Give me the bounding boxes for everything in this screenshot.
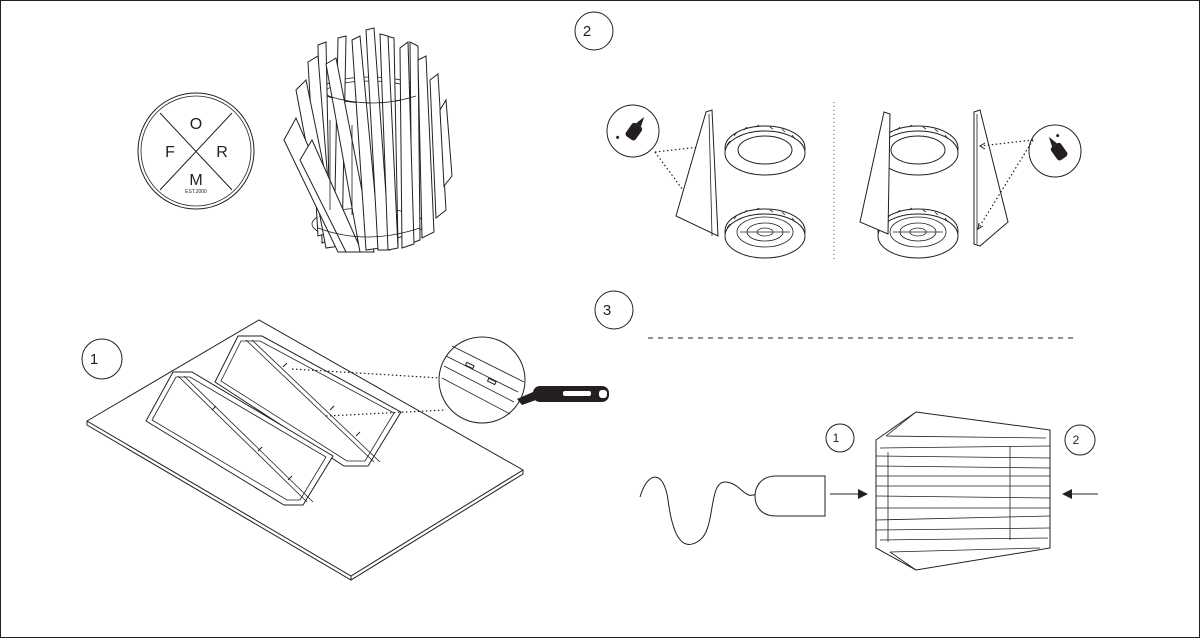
logo-letter-bottom: M xyxy=(189,172,202,189)
substep-2-number: 2 xyxy=(1073,433,1080,447)
logo-letter-top: O xyxy=(190,116,202,133)
light-bulb-socket-icon xyxy=(754,475,826,517)
side-slat-attached xyxy=(859,111,891,235)
arrow-right-icon xyxy=(830,489,868,499)
logo-tagline: EST.2000 xyxy=(185,189,207,195)
substep-2-badge xyxy=(1064,424,1096,456)
step-3-badge xyxy=(594,290,634,330)
glue-bottle-icon xyxy=(616,116,645,141)
cutout-part-b xyxy=(145,371,334,506)
step-2-panel: 2 xyxy=(574,11,1082,262)
assembled-lamp-illustration xyxy=(283,27,453,253)
ring-bottom-right xyxy=(877,207,959,259)
substep-1-number: 1 xyxy=(833,431,840,445)
step-1-panel: 1 xyxy=(81,319,609,581)
lamp-side-view xyxy=(875,411,1051,571)
step-2-badge xyxy=(574,11,614,51)
step-1-number: 1 xyxy=(90,351,98,368)
form-logo: O F R M EST.2000 xyxy=(137,92,255,210)
arrow-left-icon xyxy=(1062,489,1098,499)
cutout-part-a xyxy=(214,335,402,467)
step-3-panel: 3 1 2 xyxy=(594,290,1098,571)
side-slat-left xyxy=(675,109,719,237)
logo-letter-left: F xyxy=(165,144,175,161)
craft-knife-icon xyxy=(517,386,609,405)
power-cable xyxy=(639,476,757,545)
detail-magnifier xyxy=(438,336,526,424)
step-1-badge xyxy=(81,338,123,380)
glue-callout-left xyxy=(606,104,660,158)
ring-top-left xyxy=(724,124,806,176)
step-2-number: 2 xyxy=(583,23,591,40)
glue-callout-right xyxy=(1028,124,1082,178)
ring-bottom-left xyxy=(724,207,806,259)
step-3-number: 3 xyxy=(603,302,611,319)
ring-top-right xyxy=(877,124,959,176)
side-slat-right xyxy=(973,109,1009,247)
substep-1-badge xyxy=(825,423,855,453)
glue-bottle-icon xyxy=(1048,134,1068,161)
logo-letter-right: R xyxy=(216,144,228,161)
